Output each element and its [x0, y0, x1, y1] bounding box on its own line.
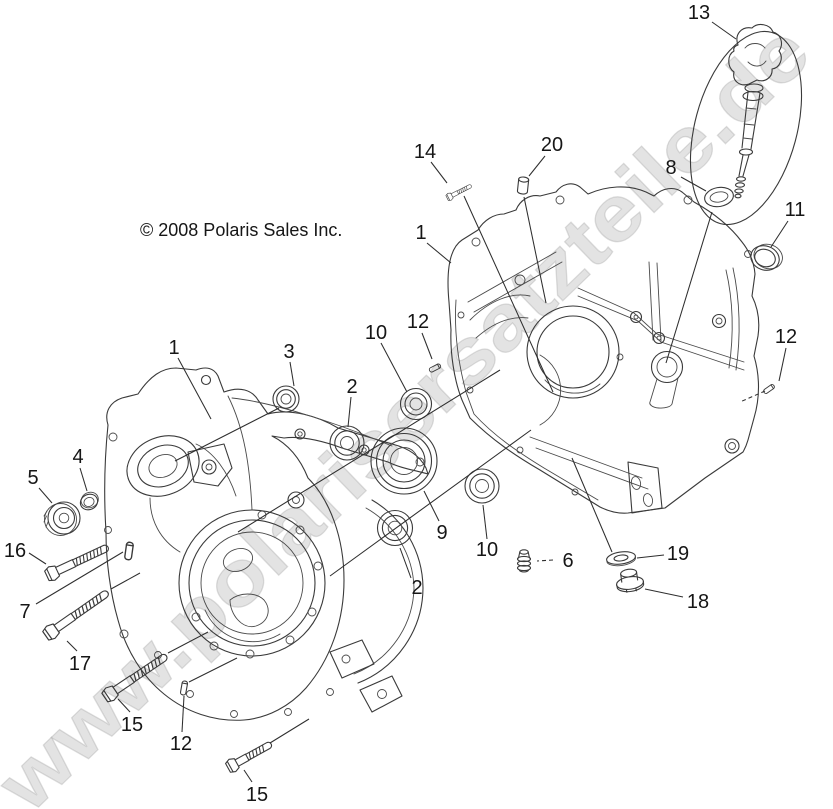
dowel-pin-7	[123, 541, 135, 561]
callout-leader-13	[711, 21, 737, 40]
callout-leader-4	[79, 467, 88, 492]
copyright-text: © 2008 Polaris Sales Inc.	[140, 220, 342, 240]
callout-leader-12-bottom	[181, 695, 185, 733]
right-case-main-bore	[526, 305, 620, 399]
callout-leader-11	[770, 220, 789, 248]
dipstick	[728, 23, 782, 199]
callout-leader-1-left	[177, 357, 212, 420]
bearing-9	[370, 427, 438, 495]
callout-leader-1-right	[426, 242, 452, 264]
dowel-pin-12-right	[762, 383, 776, 395]
assembly-lines	[110, 195, 713, 744]
bolt-16	[43, 539, 112, 584]
bearing-10-upper	[399, 387, 433, 421]
callout-leader-20	[528, 155, 546, 177]
callout-label-12-top: 12	[407, 311, 429, 333]
left-case-arm-line	[231, 397, 393, 447]
callout-label-4: 4	[72, 446, 83, 468]
o-ring-8	[704, 186, 734, 208]
callout-label-7: 7	[19, 601, 30, 623]
callout-leader-2-upper	[347, 396, 352, 428]
oil-seal-11	[750, 243, 783, 271]
callout-label-10-upper: 10	[365, 322, 387, 344]
callout-leader-15-bottom	[243, 769, 253, 783]
callout-leader-14	[430, 161, 448, 184]
callout-label-3: 3	[283, 341, 294, 363]
callout-leader-10-lower	[482, 504, 488, 540]
right-case-edge-ribs	[725, 267, 740, 371]
callout-label-17: 17	[69, 653, 91, 675]
callout-leader-12-right	[778, 347, 787, 382]
callout-label-19: 19	[667, 543, 689, 565]
bearing-2-upper	[329, 425, 365, 461]
callout-label-14: 14	[414, 141, 436, 163]
callout-leader-15-mid	[117, 698, 131, 713]
plug-5	[43, 501, 81, 536]
callout-leader-10-upper	[380, 342, 408, 393]
callout-label-12-right: 12	[775, 326, 797, 348]
callout-leader-2-lower	[399, 547, 412, 579]
left-crankcase-half	[104, 367, 429, 721]
callout-leader-6	[536, 559, 554, 562]
bearing-3	[272, 385, 300, 413]
callout-label-15-mid: 15	[121, 714, 143, 736]
callout-leader-9	[423, 490, 440, 522]
left-case-outline	[104, 367, 429, 721]
left-case-bracket	[187, 443, 233, 487]
callout-label-11: 11	[785, 199, 806, 221]
callout-label-5: 5	[27, 467, 38, 489]
callout-leader-17	[66, 640, 78, 652]
drain-plug-18	[616, 568, 645, 593]
callout-label-20: 20	[541, 134, 563, 156]
callout-label-9: 9	[436, 522, 447, 544]
callout-leader-19	[636, 554, 665, 559]
callout-label-13: 13	[688, 2, 710, 24]
seal-4	[79, 491, 99, 511]
callout-label-18: 18	[687, 591, 709, 613]
right-case-arm	[467, 251, 563, 313]
callout-label-10-lower: 10	[476, 539, 498, 561]
callout-label-15-bottom: 15	[246, 784, 268, 806]
bearing-10-lower	[464, 468, 500, 504]
fitting-6	[516, 549, 532, 573]
callout-leader-7	[35, 551, 124, 605]
oil-fill-tube	[649, 350, 684, 409]
callout-label-12-bottom: 12	[170, 733, 192, 755]
dipstick-balloon-13	[689, 23, 803, 226]
callout-leader-3	[289, 361, 295, 387]
bushing-20	[516, 176, 530, 195]
callout-leader-16	[28, 552, 47, 565]
callout-label-16: 16	[4, 540, 26, 562]
callout-leader-8	[680, 176, 707, 192]
left-case-upper-bore	[126, 435, 200, 497]
callout-label-6: 6	[562, 550, 573, 572]
callout-label-1-left: 1	[168, 337, 179, 359]
callout-leader-12-top	[421, 332, 433, 360]
callout-label-1-right: 1	[415, 222, 426, 244]
callout-label-2-upper: 2	[346, 376, 357, 398]
bolt-15-bottom	[224, 737, 276, 775]
callout-leader-12-right	[739, 390, 766, 403]
mount-flange	[627, 461, 663, 514]
callout-leader-18	[644, 588, 684, 598]
washer-19	[606, 551, 637, 567]
callout-label-2-lower: 2	[411, 577, 422, 599]
left-case-main-bore	[178, 509, 326, 657]
right-case-outline	[447, 183, 760, 514]
bolt-14	[445, 181, 474, 202]
bearing-2-lower	[376, 509, 414, 547]
callout-label-8: 8	[665, 157, 676, 179]
callout-leader-5	[38, 487, 53, 504]
case-web-braces	[577, 261, 745, 371]
right-case-gasket-edge	[455, 299, 599, 501]
